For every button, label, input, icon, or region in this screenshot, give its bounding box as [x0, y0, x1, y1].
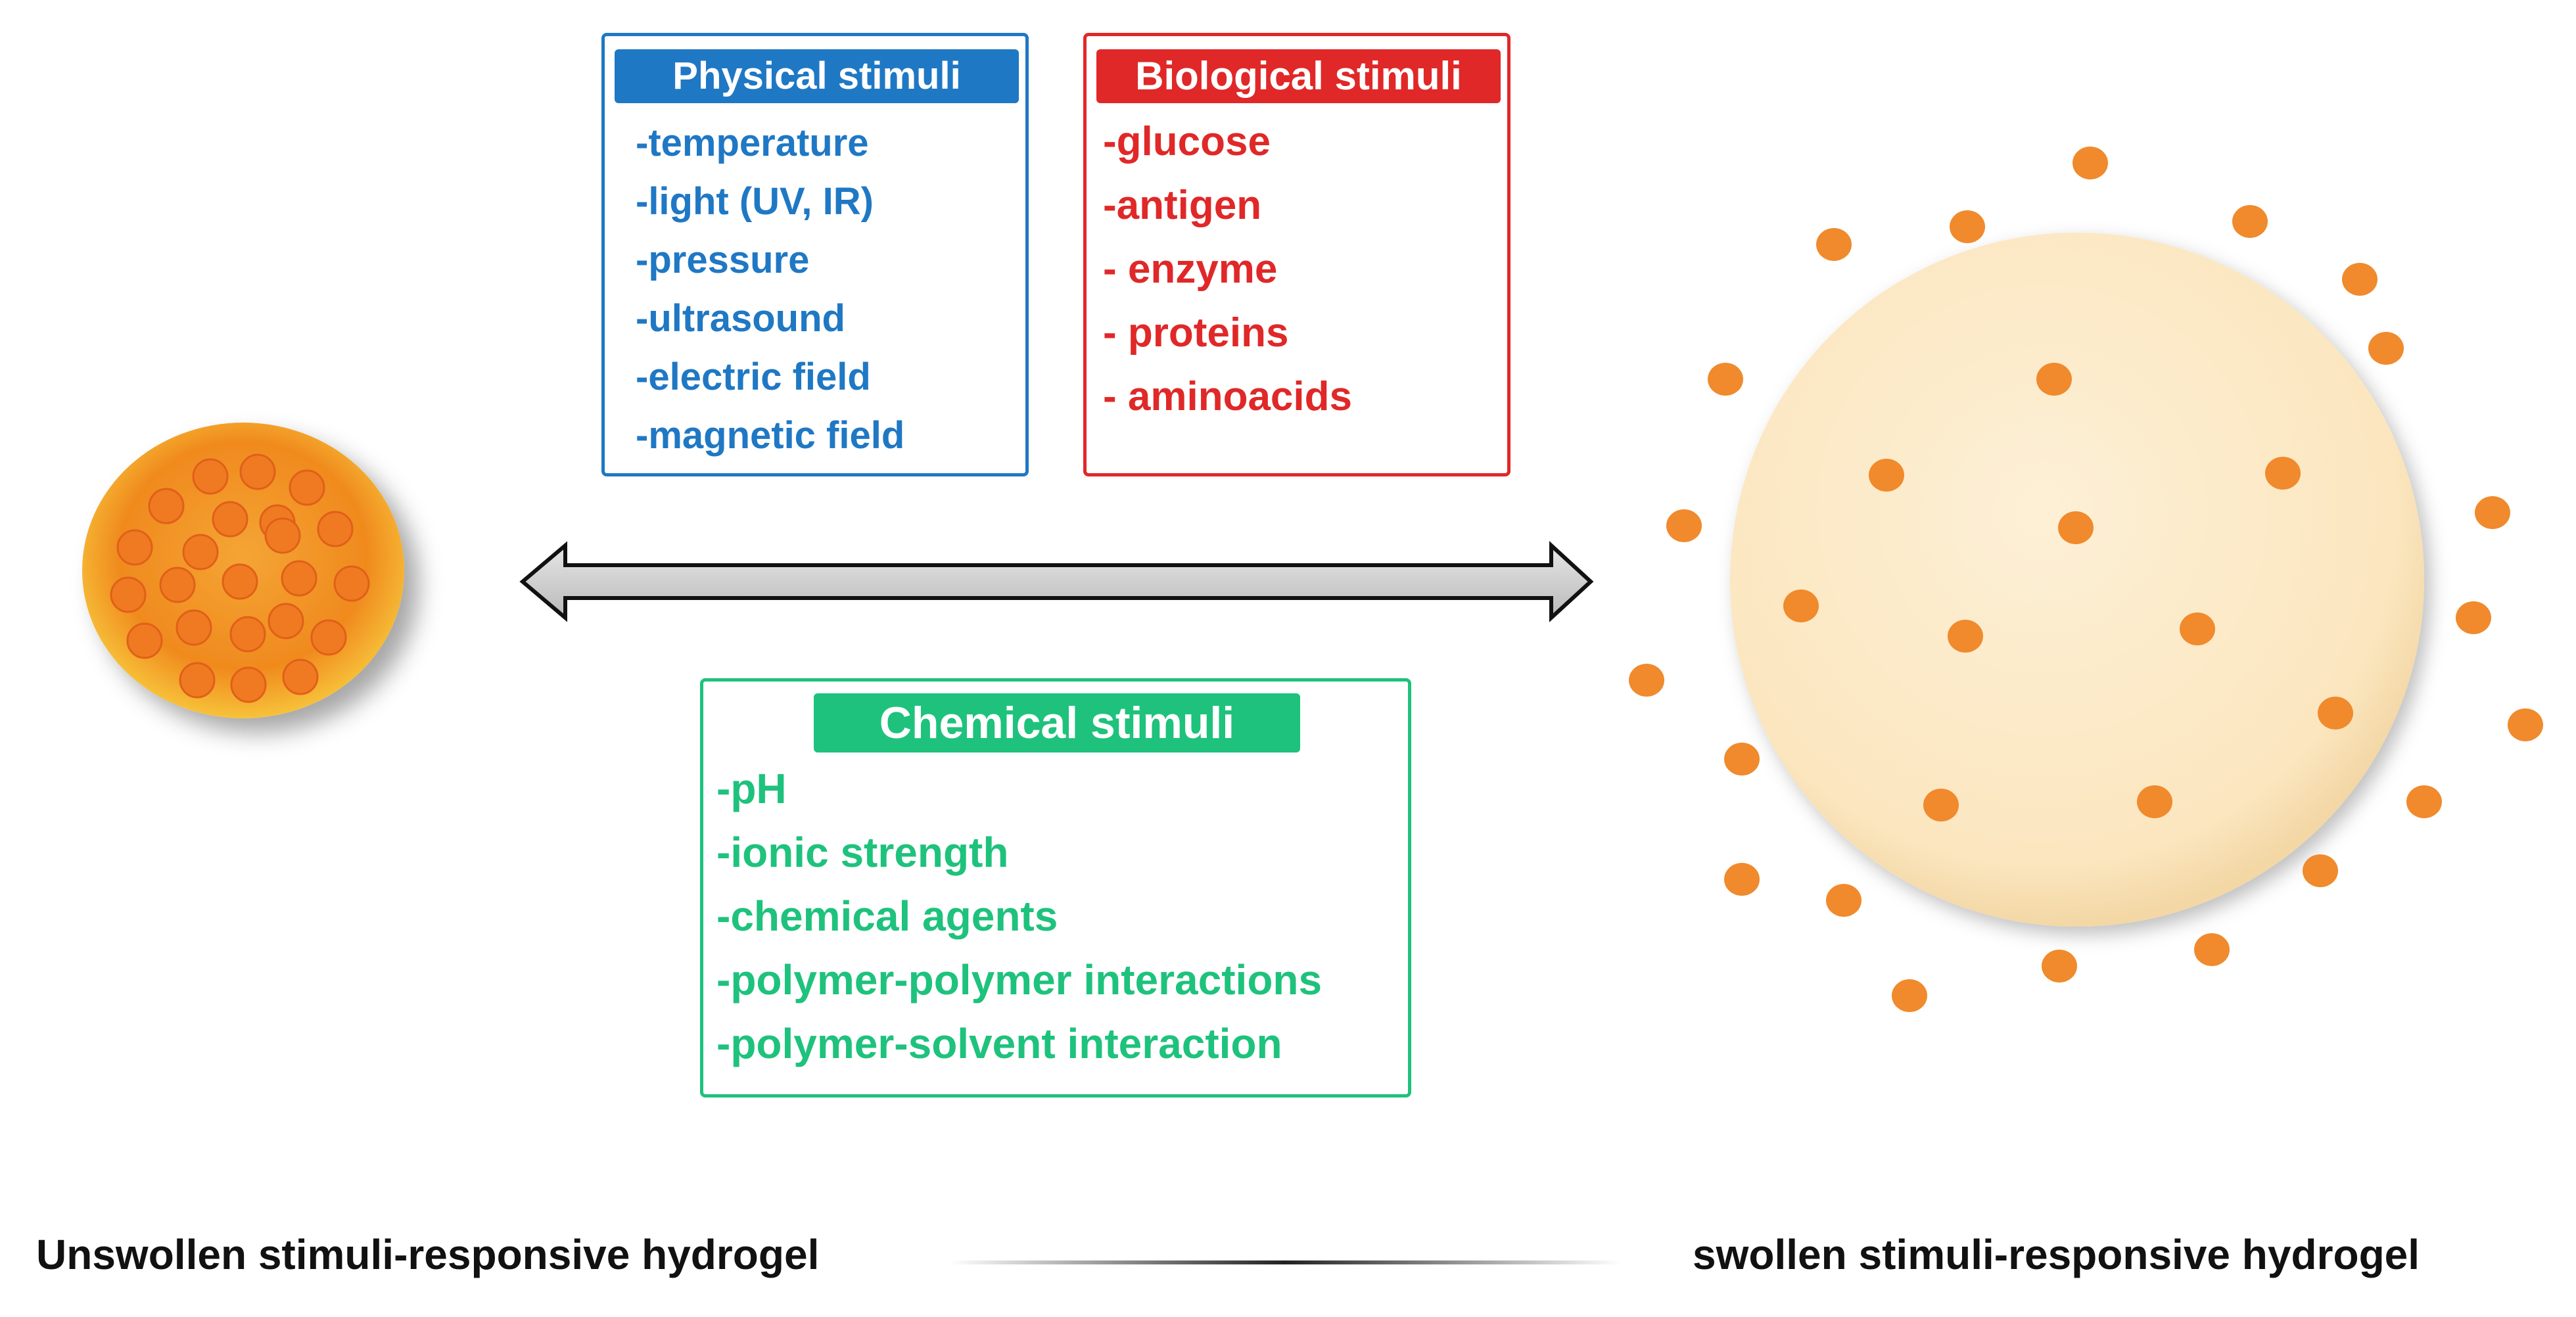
particle [1708, 363, 1743, 396]
particle [116, 529, 153, 566]
particle [1629, 664, 1664, 697]
particle [289, 469, 325, 506]
particle [268, 603, 304, 639]
particle [176, 609, 212, 646]
unswollen-caption: Unswollen stimuli-responsive hydrogel [36, 1231, 820, 1278]
particle [2265, 457, 2301, 490]
particle [1948, 620, 1983, 653]
swollen-hydrogel [1629, 147, 2543, 1012]
particle [239, 453, 276, 490]
list-item: -polymer-solvent interaction [716, 1020, 1282, 1067]
particle [282, 658, 319, 695]
particle [1783, 589, 1819, 622]
list-item: -polymer-polymer interactions [716, 956, 1323, 1004]
unswollen-particles [110, 453, 370, 703]
list-item: -ionic strength [716, 829, 1009, 876]
list-item: -antigen [1103, 183, 1262, 228]
particle [179, 662, 216, 699]
particle [1666, 509, 1702, 542]
particle [1826, 884, 1862, 917]
particle [2194, 933, 2230, 966]
list-item: -glucose [1103, 119, 1271, 164]
swollen-hydrogel-body [1730, 233, 2424, 927]
biological-stimuli-box: Biological stimuli -glucose -antigen - e… [1083, 33, 1510, 476]
list-item: -electric field [636, 356, 871, 398]
particle [264, 517, 301, 554]
chemical-stimuli-list: -pH -ionic strength -chemical agents -po… [716, 757, 1322, 1076]
particle [230, 666, 267, 703]
particle [1869, 459, 1904, 492]
caption-divider [950, 1260, 1620, 1264]
particle [2456, 601, 2491, 634]
physical-stimuli-title: Physical stimuli [615, 49, 1019, 103]
particle [2303, 854, 2338, 887]
particle [1816, 228, 1852, 261]
particle [1923, 789, 1959, 821]
particle [222, 563, 258, 600]
particle [1724, 863, 1760, 896]
particle [229, 616, 266, 653]
physical-stimuli-list: -temperature -light (UV, IR) -pressure -… [636, 114, 904, 465]
particle [159, 566, 196, 603]
particle [1892, 979, 1927, 1012]
double-arrow [519, 541, 1594, 622]
particle [281, 560, 317, 597]
particle [2180, 612, 2215, 645]
list-item: -chemical agents [716, 892, 1058, 940]
particle [2368, 332, 2404, 365]
particle [2508, 708, 2543, 741]
particle [192, 458, 229, 495]
particle [182, 534, 219, 570]
particle [1724, 743, 1760, 775]
particle [2475, 496, 2510, 529]
list-item: - proteins [1103, 310, 1289, 356]
particle [2137, 785, 2172, 818]
particle [310, 619, 347, 656]
particle [2042, 950, 2077, 982]
particle [110, 576, 147, 613]
particle [2318, 697, 2353, 729]
particle [2232, 205, 2268, 238]
physical-stimuli-box: Physical stimuli -temperature -light (UV… [601, 33, 1029, 476]
list-item: -ultrasound [636, 297, 845, 340]
list-item: - enzyme [1103, 246, 1278, 292]
list-item: -pH [716, 765, 787, 812]
particle [126, 622, 163, 659]
particle [333, 565, 370, 602]
swollen-particles [1629, 147, 2543, 1012]
particle [2342, 263, 2377, 296]
particle [2036, 363, 2072, 396]
particle [148, 488, 185, 524]
chemical-stimuli-box: Chemical stimuli -pH -ionic strength -ch… [700, 678, 1411, 1098]
swollen-caption: swollen stimuli-responsive hydrogel [1693, 1231, 2420, 1278]
particle [2073, 147, 2108, 179]
list-item: - aminoacids [1103, 374, 1352, 419]
particle [2406, 785, 2442, 818]
particle [2058, 511, 2094, 544]
particle [1950, 210, 1985, 243]
biological-stimuli-title: Biological stimuli [1096, 49, 1501, 103]
list-item: -temperature [636, 122, 869, 164]
unswollen-hydrogel [82, 423, 404, 718]
particle [317, 511, 354, 547]
list-item: -pressure [636, 239, 810, 281]
chemical-stimuli-title: Chemical stimuli [814, 693, 1300, 752]
particle [212, 501, 248, 538]
list-item: -light (UV, IR) [636, 180, 874, 223]
list-item: -magnetic field [636, 414, 905, 457]
biological-stimuli-list: -glucose -antigen - enzyme - proteins - … [1103, 110, 1352, 428]
